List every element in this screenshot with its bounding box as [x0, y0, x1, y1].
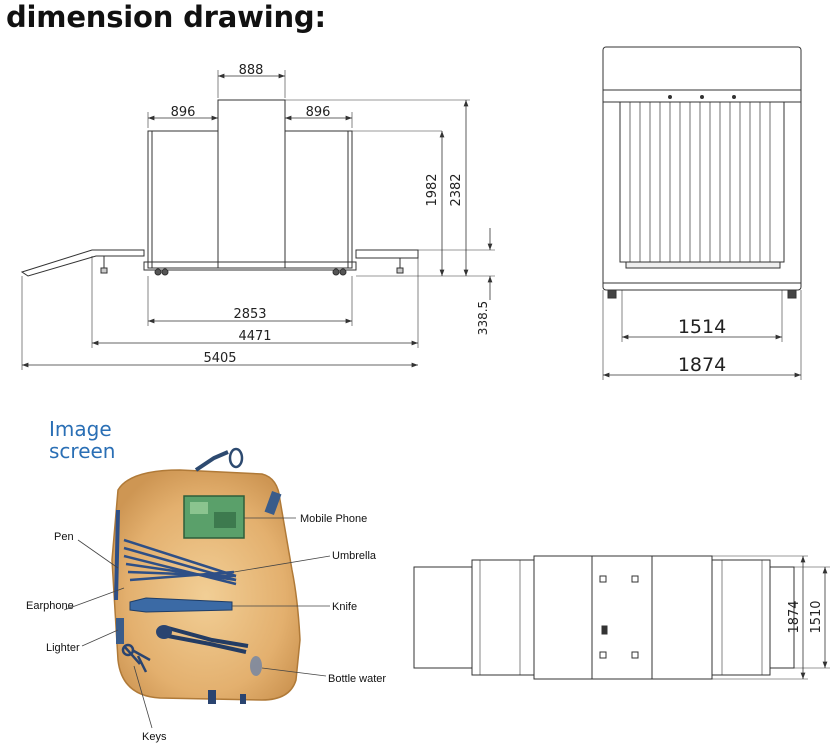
- dim-2853: 2853: [233, 307, 266, 322]
- main-body-top: [533, 555, 713, 680]
- label-umbrella: Umbrella: [332, 550, 377, 562]
- right-conveyor: [355, 249, 419, 259]
- dim-1510-top: 1510: [809, 600, 824, 633]
- dim-4471: 4471: [238, 329, 271, 344]
- xray-labels: Mobile Phone Pen Umbrella Earphone Knife…: [26, 513, 386, 743]
- image-screen-line1: Image: [49, 417, 112, 441]
- wheel-icon: [787, 289, 797, 299]
- dim-5405: 5405: [203, 351, 236, 366]
- knife-xray: [129, 597, 233, 613]
- wheel-icon: [339, 268, 347, 276]
- label-mobile-phone: Mobile Phone: [300, 513, 367, 525]
- image-screen-line2: screen: [49, 439, 116, 463]
- front-view-dimension-labels: 888 896 896 1982 2382 338.5 2853 4471 54…: [171, 63, 490, 366]
- umbrella-xray: [123, 538, 237, 586]
- tunnel-tower: [217, 99, 286, 269]
- side-view: [602, 46, 802, 380]
- left-conveyor: [20, 249, 145, 277]
- machine-base: [143, 261, 357, 271]
- lighter-xray: [116, 618, 124, 644]
- pen-xray: [114, 509, 120, 601]
- wheel-icon: [154, 268, 162, 276]
- dim-896-right: 896: [306, 105, 331, 120]
- front-view: [20, 70, 495, 370]
- top-view: [413, 555, 830, 680]
- dim-1514: 1514: [678, 316, 726, 338]
- bag-shape: [112, 470, 300, 700]
- dim-2382: 2382: [449, 173, 464, 206]
- tunnel-opening: [619, 101, 785, 263]
- right-housing: [284, 130, 353, 269]
- label-earphone: Earphone: [26, 600, 74, 612]
- right-hood-top: [711, 559, 771, 676]
- label-knife: Knife: [332, 601, 357, 613]
- wheel-icon: [332, 268, 340, 276]
- image-screen-heading: Image screen: [49, 418, 115, 462]
- side-body: [602, 46, 802, 291]
- left-housing: [147, 130, 219, 269]
- bottle-water-xray: [250, 656, 262, 676]
- left-hood-top: [471, 559, 535, 676]
- xray-image: [63, 447, 331, 729]
- right-conveyor-top: [769, 566, 795, 669]
- wheel-icon: [607, 289, 617, 299]
- left-conveyor-top: [413, 566, 473, 669]
- keys-xray: [121, 643, 151, 673]
- label-lighter: Lighter: [46, 642, 80, 654]
- dim-896-left: 896: [171, 105, 196, 120]
- label-bottle-water: Bottle water: [328, 673, 386, 685]
- label-keys: Keys: [142, 731, 167, 743]
- label-pen: Pen: [54, 531, 74, 543]
- dim-1982: 1982: [425, 173, 440, 206]
- page-title: dimension drawing:: [6, 0, 326, 34]
- dim-338-5: 338.5: [476, 301, 490, 335]
- dim-1874-top: 1874: [787, 600, 802, 633]
- dim-888: 888: [239, 63, 264, 78]
- wheel-icon: [161, 268, 169, 276]
- dim-1874-side: 1874: [678, 354, 726, 376]
